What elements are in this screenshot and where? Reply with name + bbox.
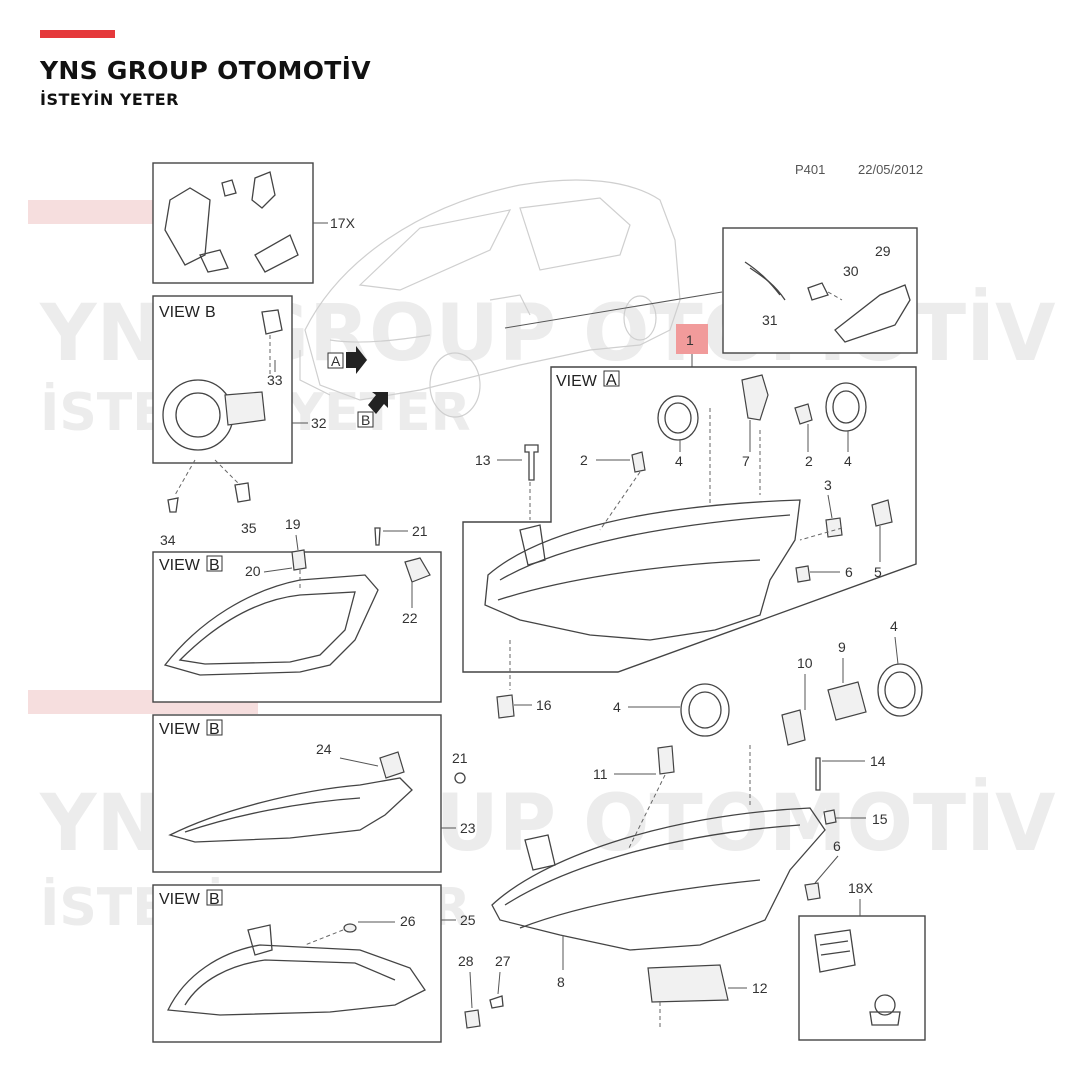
callout-17x: 17X xyxy=(330,215,356,231)
callout-6-b: 6 xyxy=(833,838,841,854)
callout-8: 8 xyxy=(557,974,565,990)
bracket-parts-18x xyxy=(814,929,901,1026)
drl-housing-23-24 xyxy=(168,751,466,843)
fog-lamp-assembly xyxy=(162,309,283,451)
side-marker-lamp xyxy=(744,261,911,343)
view-b-4-letter: B xyxy=(209,891,220,908)
brand-subtitle: İSTEYİN YETER xyxy=(40,90,179,109)
headlamp-assembly-a xyxy=(484,374,893,690)
callout-35: 35 xyxy=(241,520,257,536)
callout-32: 32 xyxy=(311,415,327,431)
callout-13: 13 xyxy=(475,452,491,468)
callout-4-b: 4 xyxy=(844,453,852,469)
marker-a: A xyxy=(327,346,367,374)
fog-housing-25-28 xyxy=(167,923,504,1029)
view-a-letter: A xyxy=(606,372,617,389)
headlamp-assembly-b xyxy=(491,663,923,1030)
diagram-ref-code: P401 xyxy=(795,162,825,177)
clip-16 xyxy=(496,694,515,719)
callout-12: 12 xyxy=(752,980,768,996)
brand-title: YNS GROUP OTOMOTİV xyxy=(40,56,371,85)
panel-view-b-23-24 xyxy=(152,714,442,873)
callout-2-a: 2 xyxy=(580,452,588,468)
brand-accent-bar xyxy=(40,30,115,38)
callout-6-a: 6 xyxy=(845,564,853,580)
drl-housing-19-22 xyxy=(163,527,431,676)
panel-17x xyxy=(152,162,314,284)
callout-27: 27 xyxy=(495,953,511,969)
callout-30: 30 xyxy=(843,263,859,279)
view-a-title: VIEW xyxy=(556,373,598,390)
callout-2-b: 2 xyxy=(805,453,813,469)
callout-16: 16 xyxy=(536,697,552,713)
panel-view-a xyxy=(462,366,917,673)
callout-20: 20 xyxy=(245,563,261,579)
callout-28: 28 xyxy=(458,953,474,969)
bracket-parts-17x xyxy=(164,171,299,273)
callout-19: 19 xyxy=(285,516,301,532)
clip-35 xyxy=(234,482,251,503)
screw-34 xyxy=(167,497,179,513)
panel-view-b-19-22 xyxy=(152,551,442,703)
callout-4-c: 4 xyxy=(613,699,621,715)
callout-4-d: 4 xyxy=(890,618,898,634)
svg-text:B: B xyxy=(361,412,370,428)
callout-1-highlight xyxy=(676,324,708,354)
callout-3: 3 xyxy=(824,477,832,493)
callout-21-a: 21 xyxy=(412,523,428,539)
callout-18x: 18X xyxy=(848,880,874,896)
view-b-fog-title: VIEW xyxy=(159,304,201,321)
callout-14: 14 xyxy=(870,753,886,769)
view-b-2-title: VIEW xyxy=(159,557,201,574)
view-b-4-title: VIEW xyxy=(159,891,201,908)
callout-23: 23 xyxy=(460,820,476,836)
callout-15: 15 xyxy=(872,811,888,827)
callout-33: 33 xyxy=(267,372,283,388)
callout-11: 11 xyxy=(593,766,608,782)
callout-29: 29 xyxy=(875,243,891,259)
panel-view-b-25-28 xyxy=(152,884,442,1043)
view-b-2-letter: B xyxy=(209,557,220,574)
car-outline xyxy=(299,179,681,418)
svg-text:A: A xyxy=(331,353,341,369)
car-leader-line xyxy=(504,291,723,329)
callout-5: 5 xyxy=(874,564,882,580)
callout-34: 34 xyxy=(160,532,176,548)
callout-10: 10 xyxy=(797,655,813,671)
callout-1: 1 xyxy=(686,332,694,348)
callout-22: 22 xyxy=(402,610,418,626)
panel-18x xyxy=(798,915,926,1041)
panel-side-marker xyxy=(722,227,918,354)
callout-7: 7 xyxy=(742,453,750,469)
callout-25: 25 xyxy=(460,912,476,928)
marker-b: B xyxy=(357,392,388,428)
callout-4-a: 4 xyxy=(675,453,683,469)
view-b-3-letter: B xyxy=(209,721,220,738)
callout-26: 26 xyxy=(400,913,416,929)
callout-24: 24 xyxy=(316,741,332,757)
view-b-fog-letter: B xyxy=(205,304,216,321)
callout-9: 9 xyxy=(838,639,846,655)
diagram-date: 22/05/2012 xyxy=(858,162,923,177)
callout-21-b: 21 xyxy=(452,750,468,766)
callout-31: 31 xyxy=(762,312,778,328)
panel-view-b-fog-lamp xyxy=(152,295,293,464)
view-b-3-title: VIEW xyxy=(159,721,201,738)
